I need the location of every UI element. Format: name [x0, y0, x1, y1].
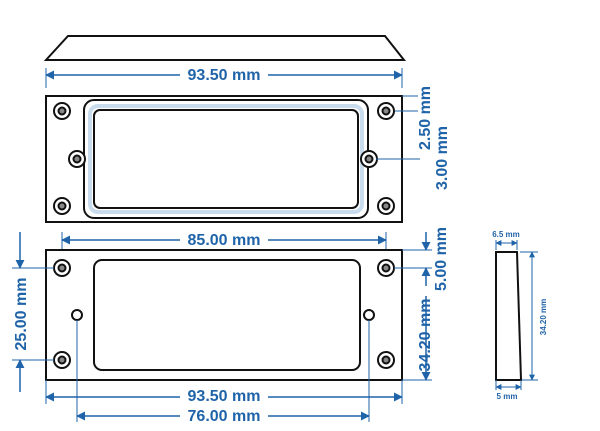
hole-offset-label: 3.00 mm — [434, 126, 451, 190]
side-height-label: 34.20 mm — [539, 299, 548, 335]
side-profile-shape — [43, 35, 407, 61]
side-view-shape — [495, 251, 523, 381]
outer-width-label: 93.50 mm — [188, 388, 261, 405]
label-backdrop — [180, 64, 268, 84]
label-backdrop — [536, 290, 550, 344]
top-view-window-inner — [93, 109, 359, 209]
side-bottom-label: 5 mm — [497, 392, 518, 401]
side-top-label: 6.5 mm — [492, 230, 520, 239]
right-offset-label: 5.00 mm — [433, 227, 450, 291]
mounting-hole — [71, 309, 83, 321]
hole-span-label: 85.00 mm — [188, 232, 261, 249]
bottom-view-holes — [53, 259, 395, 369]
top-view-holes — [53, 102, 395, 215]
inner-width-label: 76.00 mm — [188, 408, 261, 425]
label-backdrop — [180, 406, 268, 426]
right-height-label: 34.20 mm — [417, 299, 434, 372]
top-width-label: 93.50 mm — [188, 67, 261, 84]
label-backdrop — [180, 229, 268, 249]
label-backdrop — [180, 386, 268, 404]
mounting-hole — [363, 309, 375, 321]
edge-offset-label: 2.50 mm — [417, 86, 434, 150]
left-height-label: 25.00 mm — [13, 278, 30, 351]
bottom-view-window — [93, 259, 361, 371]
